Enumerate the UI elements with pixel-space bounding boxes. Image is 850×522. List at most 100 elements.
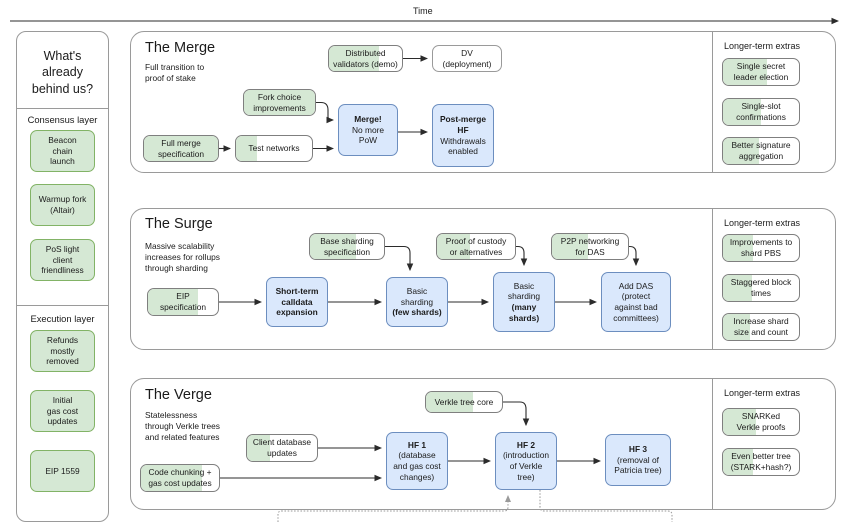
node-basic-sharding-many-shards[interactable]: Basic sharding (many shards)	[493, 272, 555, 332]
time-axis-label: Time	[413, 6, 433, 16]
sidebar-item-beacon-chain-launch-label: Beacon chain launch	[48, 134, 77, 167]
sidebar-item-eip-1559[interactable]: EIP 1559	[30, 450, 95, 492]
extra-single-secret-leader-election-label: Single secret leader election	[733, 61, 789, 82]
node-test-networks[interactable]: Test networks	[235, 135, 313, 162]
sidebar-item-eip-1559-label: EIP 1559	[45, 465, 80, 476]
merge-extras-divider	[712, 32, 713, 172]
extra-snarked-verkle-proofs[interactable]: SNARKed Verkle proofs	[722, 408, 800, 436]
progress-fill	[329, 46, 379, 71]
sidebar-divider-execution	[16, 305, 109, 306]
extra-even-better-tree-label: Even better tree (STARK+hash?)	[730, 451, 792, 472]
extra-even-better-tree[interactable]: Even better tree (STARK+hash?)	[722, 448, 800, 476]
progress-fill	[723, 314, 751, 340]
sidebar-item-warmup-fork-altair[interactable]: Warmup fork (Altair)	[30, 184, 95, 226]
extra-single-slot-confirmations[interactable]: Single-slot confirmations	[722, 98, 800, 126]
progress-fill	[723, 449, 754, 475]
sidebar-item-beacon-chain-launch[interactable]: Beacon chain launch	[30, 130, 95, 172]
sidebar-heading-consensus-text: Consensus layer	[27, 114, 98, 125]
node-eip-specification[interactable]: EIP specification	[147, 288, 219, 316]
node-verkle-tree-core[interactable]: Verkle tree core	[425, 391, 503, 413]
surge-extras-heading: Longer-term extras	[724, 218, 801, 228]
sidebar-title-line1: What's	[43, 49, 82, 63]
node-basic-sharding-few-shards[interactable]: Basic sharding (few shards)	[386, 277, 448, 327]
node-hf-2-label: HF 2 (introduction of Verkle tree)	[502, 439, 550, 482]
progress-fill	[144, 136, 218, 161]
node-code-chunking-gas-cost-updates[interactable]: Code chunking + gas cost updates	[140, 464, 220, 492]
node-hf-1-label: HF 1 (database and gas cost changes)	[393, 439, 441, 482]
verge-extras-divider	[712, 379, 713, 509]
node-hf-2[interactable]: HF 2 (introduction of Verkle tree)	[495, 432, 557, 490]
node-hf-3[interactable]: HF 3 (removal of Patricia tree)	[605, 434, 671, 486]
surge-extras-divider	[712, 209, 713, 349]
progress-fill	[141, 465, 202, 491]
node-client-database-updates[interactable]: Client database updates	[246, 434, 318, 462]
node-hf-1[interactable]: HF 1 (database and gas cost changes)	[386, 432, 448, 490]
node-p2p-networking-for-das-label: P2P networking for DAS	[560, 235, 620, 257]
extra-single-secret-leader-election[interactable]: Single secret leader election	[722, 58, 800, 86]
extra-better-signature-aggregation[interactable]: Better signature aggregation	[722, 137, 800, 165]
progress-fill	[723, 59, 768, 85]
progress-fill	[244, 90, 315, 115]
verge-title: The Verge	[145, 387, 212, 403]
node-basic-sharding-many-shards-label: Basic sharding (many shards)	[507, 280, 541, 323]
sidebar-heading-execution: Execution layer	[16, 313, 109, 324]
extra-staggered-block-times[interactable]: Staggered block times	[722, 274, 800, 302]
sidebar-heading-consensus: Consensus layer	[16, 114, 109, 125]
node-verkle-tree-core-label: Verkle tree core	[434, 396, 494, 407]
sidebar-item-pos-light-client-friendliness[interactable]: PoS light client friendliness	[30, 239, 95, 281]
node-merge-label: Merge! No more PoW	[351, 113, 385, 146]
node-add-das-label: Add DAS (protect against bad committees)	[613, 280, 659, 323]
extra-snarked-verkle-proofs-label: SNARKed Verkle proofs	[736, 411, 786, 432]
node-test-networks-label: Test networks	[248, 143, 300, 154]
progress-fill	[310, 234, 356, 259]
sidebar-item-pos-light-client-friendliness-label: PoS light client friendliness	[41, 243, 84, 276]
node-post-merge-hf-label: Post-merge HF Withdrawals enabled	[439, 114, 487, 157]
node-eip-specification-label: EIP specification	[159, 291, 207, 312]
node-proof-of-custody-or-alternatives-label: Proof of custody or alternatives	[445, 235, 507, 257]
extra-single-slot-confirmations-label: Single-slot confirmations	[736, 101, 786, 122]
extra-better-signature-aggregation-label: Better signature aggregation	[731, 140, 791, 161]
node-p2p-networking-for-das[interactable]: P2P networking for DAS	[551, 233, 629, 260]
node-add-das[interactable]: Add DAS (protect against bad committees)	[601, 272, 671, 332]
sidebar-title-line3: behind us?	[31, 81, 94, 96]
node-post-merge-hf[interactable]: Post-merge HF Withdrawals enabled	[432, 104, 494, 167]
node-full-merge-specification-label: Full merge specification	[157, 137, 205, 159]
node-full-merge-specification[interactable]: Full merge specification	[143, 135, 219, 162]
progress-fill	[426, 392, 474, 412]
merge-title: The Merge	[145, 40, 216, 56]
sidebar-heading-execution-text: Execution layer	[30, 313, 95, 324]
sidebar-item-initial-gas-cost-updates-label: Initial gas cost updates	[46, 394, 79, 427]
node-distributed-validators-demo[interactable]: Distributed validators (demo)	[328, 45, 403, 72]
node-dv-deployment-label: DV (deployment)	[442, 47, 492, 69]
sidebar-title-line2: already	[42, 65, 83, 80]
merge-extras-heading: Longer-term extras	[724, 41, 801, 51]
sidebar-title: What's already behind us?	[16, 48, 109, 97]
surge-title: The Surge	[145, 216, 213, 232]
node-base-sharding-specification-label: Base sharding specification	[320, 235, 374, 257]
progress-fill	[552, 234, 588, 259]
extra-staggered-block-times-label: Staggered block times	[730, 277, 792, 298]
node-base-sharding-specification[interactable]: Base sharding specification	[309, 233, 385, 260]
node-dv-deployment[interactable]: DV (deployment)	[432, 45, 502, 72]
node-short-term-calldata-expansion[interactable]: Short-term calldata expansion	[266, 277, 328, 327]
extra-improvements-to-shard-pbs[interactable]: Improvements to shard PBS	[722, 234, 800, 262]
progress-fill	[723, 138, 759, 164]
progress-fill	[723, 409, 757, 435]
progress-fill	[148, 289, 199, 315]
progress-fill	[437, 234, 470, 259]
progress-fill	[723, 99, 761, 125]
sidebar-divider-consensus	[16, 108, 109, 109]
node-fork-choice-improvements[interactable]: Fork choice improvements	[243, 89, 316, 116]
section-the-surge	[130, 208, 836, 350]
extra-improvements-to-shard-pbs-label: Improvements to shard PBS	[729, 237, 793, 258]
sidebar-item-refunds-mostly-removed[interactable]: Refunds mostly removed	[30, 330, 95, 372]
extra-increase-shard-size-and-count[interactable]: Increase shard size and count	[722, 313, 800, 341]
sidebar-item-initial-gas-cost-updates[interactable]: Initial gas cost updates	[30, 390, 95, 432]
sidebar-item-refunds-mostly-removed-label: Refunds mostly removed	[46, 334, 79, 367]
node-client-database-updates-label: Client database updates	[252, 437, 312, 458]
node-proof-of-custody-or-alternatives[interactable]: Proof of custody or alternatives	[436, 233, 516, 260]
extra-increase-shard-size-and-count-label: Increase shard size and count	[733, 316, 789, 337]
node-fork-choice-improvements-label: Fork choice improvements	[253, 91, 306, 113]
node-merge[interactable]: Merge! No more PoW	[338, 104, 398, 156]
